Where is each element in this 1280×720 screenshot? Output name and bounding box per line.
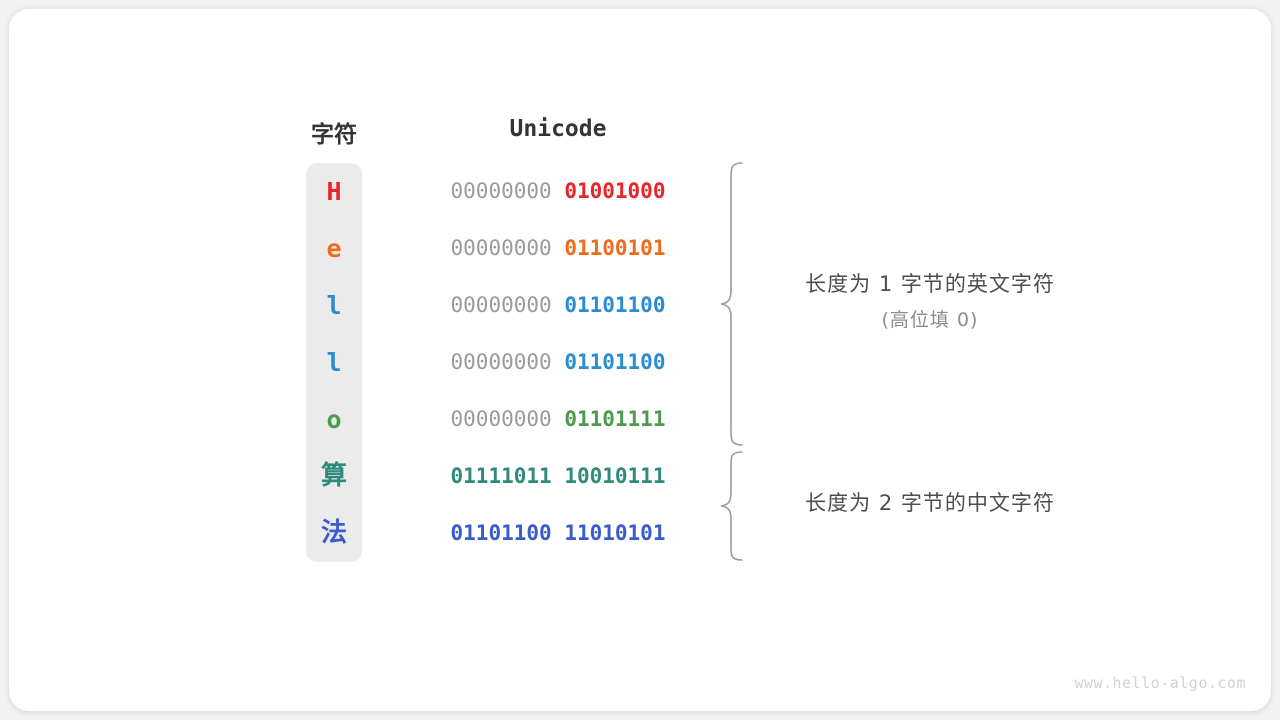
character-cell: H [326,177,342,206]
binary-low-byte: 01001000 [564,179,666,203]
binary-high-byte: 00000000 [450,179,552,203]
character-cell: 算 [320,461,347,491]
binary-high-byte: 00000000 [450,350,552,374]
binary-high-byte: 00000000 [450,407,552,431]
binary-high-byte: 01111011 [450,464,552,488]
binary-high-byte: 00000000 [450,293,552,317]
character-cell: o [326,405,342,434]
binary-row: 00000000 01101111 [400,391,716,448]
character-cell: l [326,291,342,320]
brace-chinese-group [720,451,743,561]
character-cell: e [326,234,342,263]
binary-row: 01101100 11010101 [400,505,716,562]
figure-card [9,9,1271,711]
binary-row: 00000000 01101100 [400,334,716,391]
annotation-english-sub: (高位填 0) [881,309,979,331]
column-header-unicode: Unicode [509,116,607,142]
annotation-chinese: 长度为 2 字节的中文字符 [762,487,1098,517]
annotation-english: 长度为 1 字节的英文字符 (高位填 0) [762,268,1098,332]
binary-row: 00000000 01100101 [400,220,716,277]
binary-low-byte: 01101100 [564,293,666,317]
character-cell: 法 [320,518,347,548]
binary-low-byte: 01101100 [564,350,666,374]
brace-english-group [720,162,743,446]
annotation-chinese-main: 长度为 2 字节的中文字符 [805,491,1055,515]
binary-row: 00000000 01101100 [400,277,716,334]
binary-low-byte: 01100101 [564,236,666,260]
binary-row: 01111011 10010111 [400,448,716,505]
binary-high-byte: 00000000 [450,236,552,260]
column-header-character: 字符 [311,122,357,148]
binary-low-byte: 10010111 [564,464,666,488]
binary-low-byte: 11010101 [564,521,666,545]
watermark: www.hello-algo.com [1074,674,1246,692]
binary-low-byte: 01101111 [564,407,666,431]
character-column-block [306,163,362,562]
character-cell: l [326,348,342,377]
binary-high-byte: 01101100 [450,521,552,545]
binary-row: 00000000 01001000 [400,163,716,220]
annotation-english-main: 长度为 1 字节的英文字符 [805,272,1055,296]
